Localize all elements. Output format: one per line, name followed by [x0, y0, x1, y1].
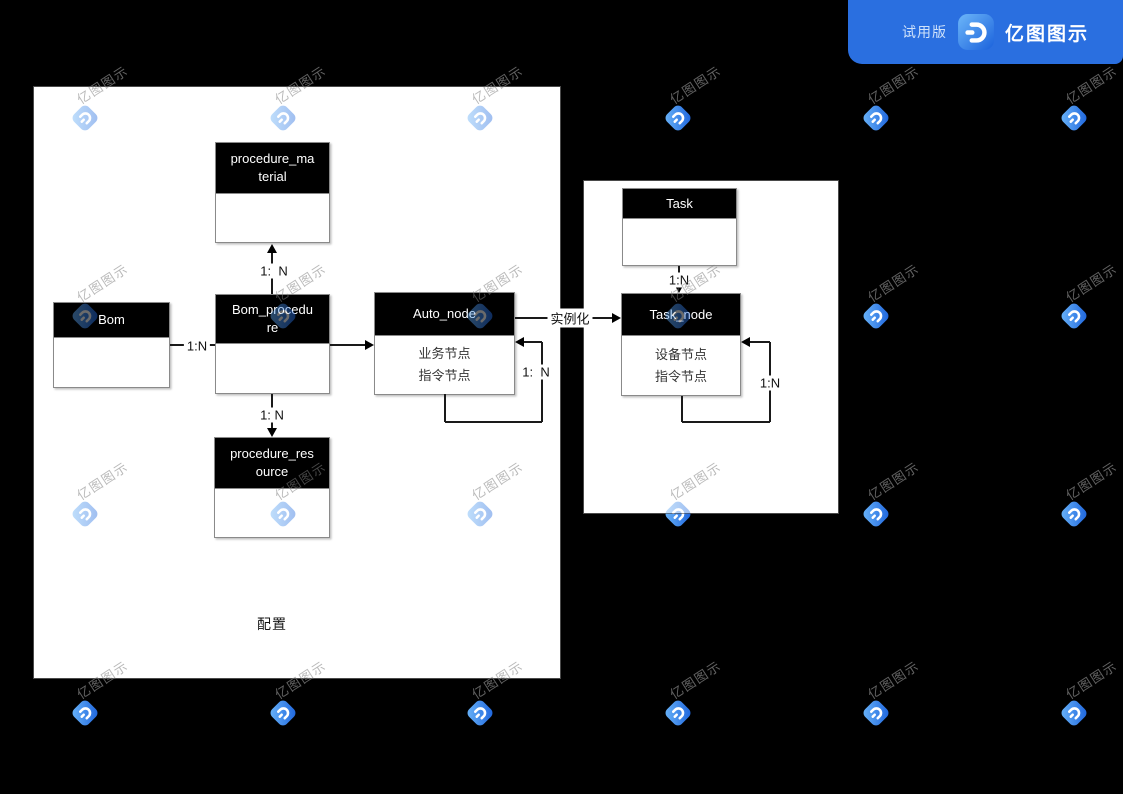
edraw-watermark-logo-icon [1058, 498, 1089, 529]
entity-attributes [623, 219, 736, 265]
watermark-text: 亿图图示 [1063, 260, 1121, 306]
watermark-text: 亿图图示 [865, 657, 923, 703]
tasknode-self-loop-arrowhead-icon [741, 337, 750, 347]
edraw-watermark-logo-icon [860, 498, 891, 529]
task-to-tasknode-label: 1:N [665, 272, 693, 288]
bomprocedure-to-material-arrowhead-icon [267, 244, 277, 253]
watermark-text: 亿图图示 [865, 62, 923, 108]
watermark-text: 亿图图示 [1063, 62, 1121, 108]
autonode-self-loop-arrowhead-icon [515, 337, 524, 347]
edraw-watermark-logo-icon [860, 300, 891, 331]
bomprocedure-to-autonode-arrowhead-icon [365, 340, 374, 350]
edraw-watermark-logo-icon [662, 697, 693, 728]
edraw-watermark-logo-icon [464, 697, 495, 728]
autonode-self-loop-segment[interactable] [445, 421, 542, 423]
entity-Task_node[interactable]: Task_node 设备节点指令节点 [621, 293, 741, 396]
edraw-watermark-logo-icon [860, 102, 891, 133]
entity-title: Auto_node [375, 293, 514, 336]
watermark-text: 亿图图示 [865, 260, 923, 306]
autonode-self-loop-segment[interactable] [541, 342, 543, 422]
bomprocedure-to-autonode-segment[interactable] [330, 344, 367, 346]
entity-title: Task_node [622, 294, 740, 336]
config-group-caption: 配置 [257, 616, 287, 632]
watermark-text: 亿图图示 [1063, 458, 1121, 504]
trial-version-badge[interactable]: 试用版 亿图图示 [847, 0, 1123, 64]
tasknode-self-loop-segment[interactable] [681, 396, 683, 422]
edraw-watermark-logo-icon [1058, 697, 1089, 728]
watermark-text: 亿图图示 [865, 62, 923, 108]
watermark-text: 亿图图示 [667, 62, 725, 108]
edraw-watermark-logo-icon [860, 498, 891, 529]
autonode-to-tasknode-arrowhead-icon [612, 313, 621, 323]
edraw-watermark-logo-icon [1058, 102, 1089, 133]
entity-Bom[interactable]: Bom [53, 302, 170, 388]
entity-title: Task [623, 189, 736, 219]
edraw-watermark-logo-icon [267, 697, 298, 728]
task-to-tasknode-arrowhead-icon [674, 284, 684, 293]
watermark-text: 亿图图示 [667, 657, 725, 703]
bomprocedure-to-resource-arrowhead-icon [267, 428, 277, 437]
tasknode-self-loop-segment[interactable] [747, 341, 770, 343]
edraw-watermark-logo-icon [1058, 498, 1089, 529]
autonode-self-loop-segment[interactable] [521, 341, 542, 343]
watermark-text: 亿图图示 [1063, 260, 1121, 306]
watermark-text: 亿图图示 [865, 458, 923, 504]
edraw-watermark-logo-icon [267, 697, 298, 728]
entity-Task[interactable]: Task [622, 188, 737, 266]
watermark-text: 亿图图示 [667, 62, 725, 108]
watermark-text: 亿图图示 [865, 458, 923, 504]
autonode-to-tasknode-label: 实例化 [547, 308, 593, 328]
entity-attributes [54, 338, 169, 387]
watermark-text: 亿图图示 [865, 260, 923, 306]
edraw-watermark-logo-icon [69, 697, 100, 728]
edraw-watermark-logo-icon [69, 697, 100, 728]
bomprocedure-to-resource-label: 1: N [257, 407, 287, 423]
trial-version-label: 试用版 [901, 24, 947, 40]
entity-attributes [215, 489, 329, 537]
bom-to-bomprocedure-label: 1:N [183, 338, 211, 354]
entity-attributes: 设备节点指令节点 [654, 346, 707, 384]
entity-title: Bom [54, 303, 169, 338]
entity-Auto_node[interactable]: Auto_node 业务节点指令节点 [374, 292, 515, 395]
watermark-text: 亿图图示 [1063, 458, 1121, 504]
edraw-watermark-logo-icon [1058, 300, 1089, 331]
edraw-watermark-logo-icon [1058, 697, 1089, 728]
watermark-text: 亿图图示 [1063, 657, 1121, 703]
watermark-text: 亿图图示 [1063, 62, 1121, 108]
autonode-self-loop-segment[interactable] [444, 394, 446, 422]
edraw-watermark-logo-icon [662, 102, 693, 133]
entity-attributes: 业务节点指令节点 [418, 346, 471, 383]
edraw-watermark-logo-icon [464, 697, 495, 728]
edraw-watermark-logo-icon [860, 300, 891, 331]
app-name-label: 亿图图示 [1004, 23, 1089, 45]
edraw-logo-icon [957, 13, 995, 51]
bomprocedure-to-material-label: 1: N [257, 263, 291, 279]
edraw-watermark-logo-icon [662, 102, 693, 133]
entity-attributes [216, 194, 329, 242]
edraw-watermark-logo-icon [860, 697, 891, 728]
edraw-watermark-logo-icon [860, 102, 891, 133]
edraw-watermark-logo-icon [1058, 102, 1089, 133]
autonode-self-loop-label: 1: N [519, 364, 553, 380]
entity-attributes [216, 344, 329, 393]
watermark-text: 亿图图示 [667, 657, 725, 703]
tasknode-self-loop-label: 1:N [756, 375, 784, 391]
tasknode-self-loop-segment[interactable] [682, 421, 770, 423]
edraw-watermark-logo-icon [860, 697, 891, 728]
edraw-watermark-logo-icon [1058, 300, 1089, 331]
edraw-watermark-logo-icon [662, 697, 693, 728]
watermark-text: 亿图图示 [1063, 657, 1121, 703]
watermark-text: 亿图图示 [865, 657, 923, 703]
